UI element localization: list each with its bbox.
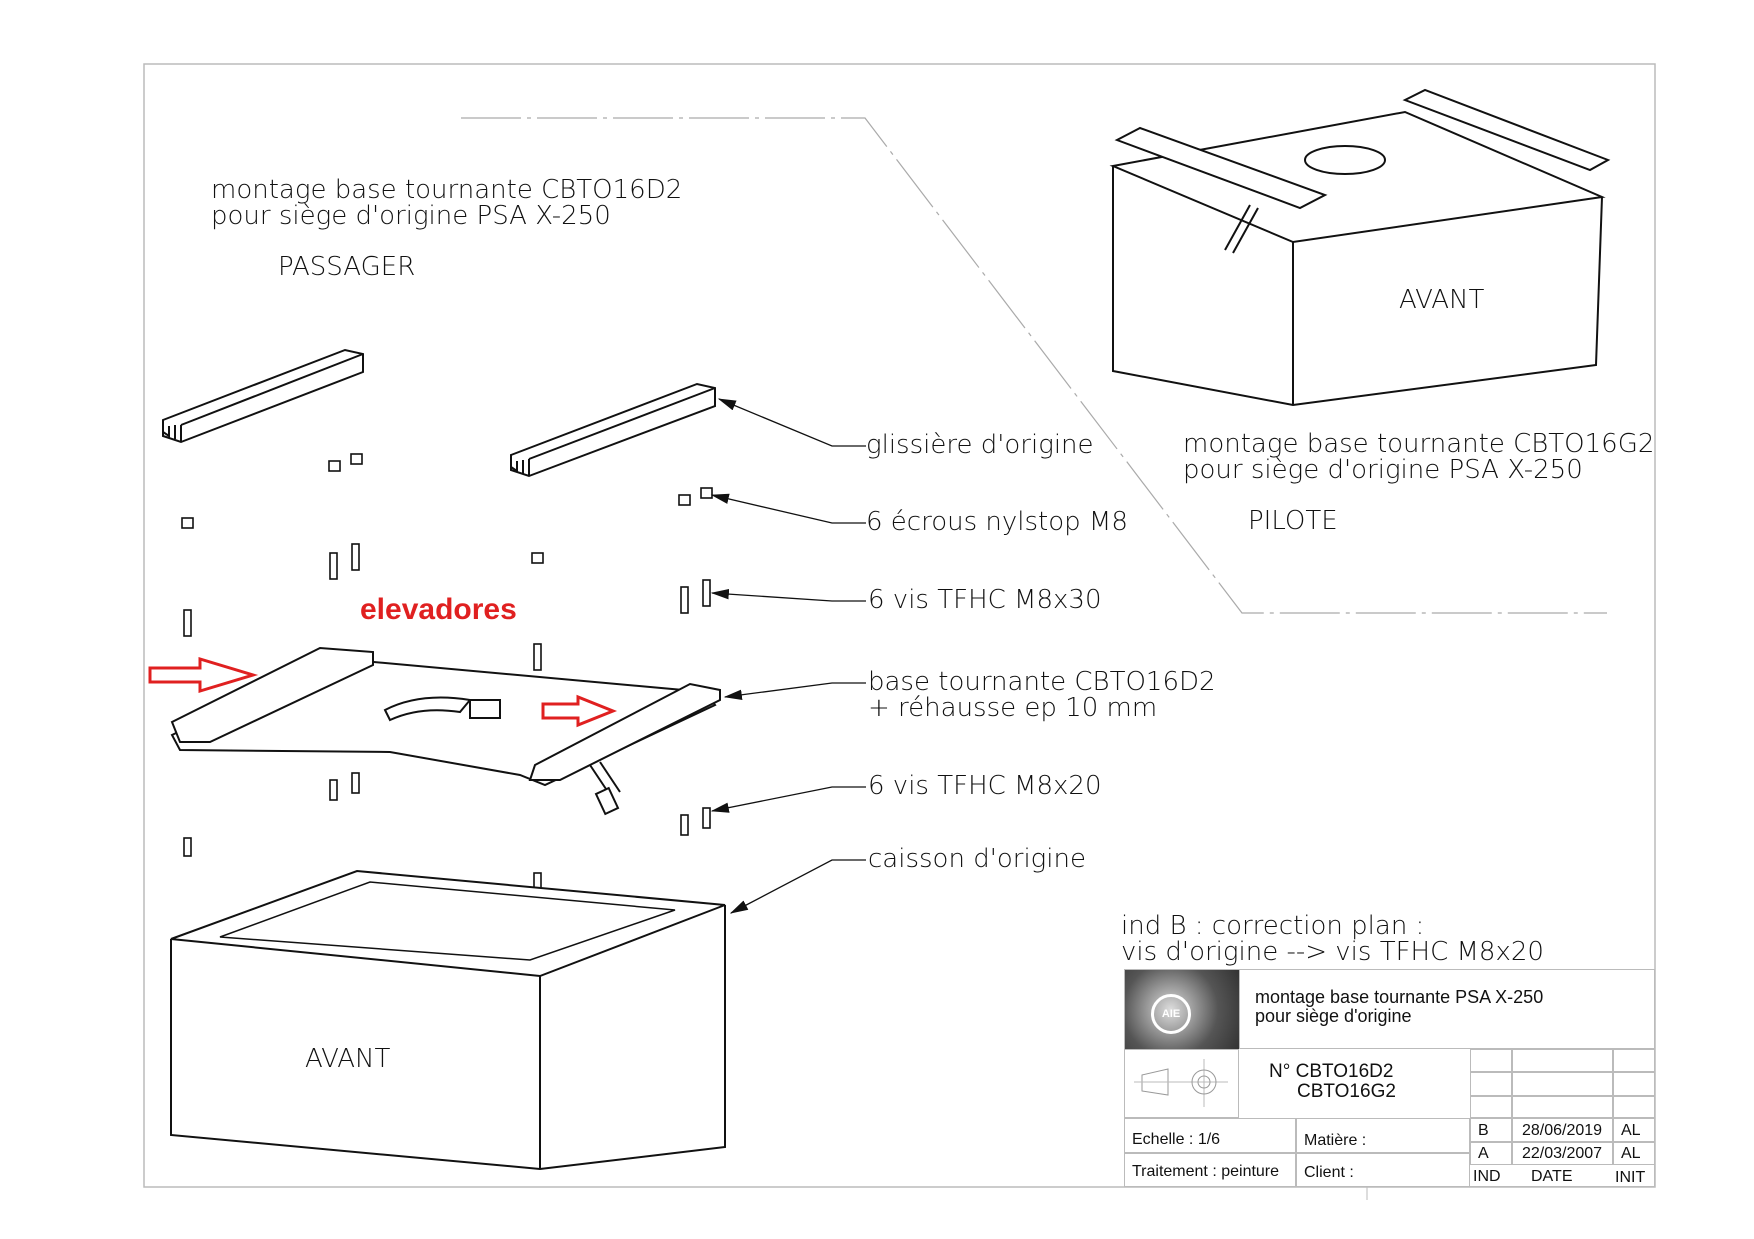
revision-ind: B	[1478, 1122, 1489, 1139]
original-box-drawing	[170, 869, 726, 1171]
callout-nuts: 6 écrous nylstop M8	[866, 507, 1128, 537]
revision-note-line2: vis d'origine --> vis TFHC M8x20	[1121, 937, 1544, 967]
callout-rail: glissière d'origine	[866, 430, 1094, 460]
header-init: INIT	[1615, 1169, 1646, 1186]
header-date: DATE	[1531, 1168, 1573, 1185]
callout-base-line1: base tournante CBTO16D2	[868, 667, 1216, 697]
sheet-border	[143, 63, 1656, 1188]
title-block-title-line2: pour siège d'origine	[1255, 1006, 1412, 1026]
callout-screws-30: 6 vis TFHC M8x30	[868, 585, 1102, 615]
callout-base-line2: + réhausse ep 10 mm	[868, 693, 1158, 723]
swivel-base-plate	[170, 646, 721, 816]
left-rail	[162, 348, 364, 444]
passenger-title-line2: pour siège d'origine PSA X-250	[211, 201, 611, 231]
box-front-label: AVANT	[305, 1044, 391, 1074]
header-ind: IND	[1473, 1168, 1501, 1185]
client-label: Client :	[1304, 1164, 1354, 1181]
pilot-title-line1: montage base tournante CBTO16G2	[1183, 429, 1655, 459]
company-logo: AIE	[1125, 970, 1239, 1049]
elevadores-annotation: elevadores	[360, 593, 517, 626]
passenger-side-label: PASSAGER	[278, 252, 416, 282]
callout-leaders	[710, 398, 866, 914]
right-rail	[510, 382, 716, 478]
revision-init: AL	[1621, 1145, 1641, 1162]
callout-box: caisson d'origine	[868, 844, 1086, 874]
fasteners	[181, 453, 713, 892]
revision-date: 28/06/2019	[1522, 1122, 1603, 1139]
drawing-number-line2: CBTO16G2	[1297, 1081, 1396, 1102]
revision-note-line1: ind B : correction plan :	[1121, 911, 1425, 941]
revision-date: 22/03/2007	[1522, 1145, 1603, 1162]
drawing-number-line1: N° CBTO16D2	[1269, 1061, 1394, 1082]
callout-screws-20: 6 vis TFHC M8x20	[868, 771, 1102, 801]
projection-symbol-icon	[1134, 1059, 1228, 1107]
pilot-title-line2: pour siège d'origine PSA X-250	[1183, 455, 1583, 485]
passenger-title-line1: montage base tournante CBTO16D2	[211, 175, 683, 205]
pilot-assembly-drawing	[1109, 88, 1611, 407]
section-divider-line	[461, 117, 1607, 614]
revision-ind: A	[1478, 1145, 1489, 1162]
red-arrow-icon	[148, 656, 618, 728]
scale-label: Echelle : 1/6	[1132, 1131, 1221, 1148]
treatment-label: Traitement : peinture	[1132, 1163, 1280, 1180]
pilot-side-label: PILOTE	[1248, 506, 1338, 536]
revision-init: AL	[1621, 1122, 1641, 1139]
title-block-title-line1: montage base tournante PSA X-250	[1255, 987, 1544, 1007]
pilot-front-label: AVANT	[1399, 285, 1485, 315]
material-label: Matière :	[1304, 1132, 1367, 1149]
